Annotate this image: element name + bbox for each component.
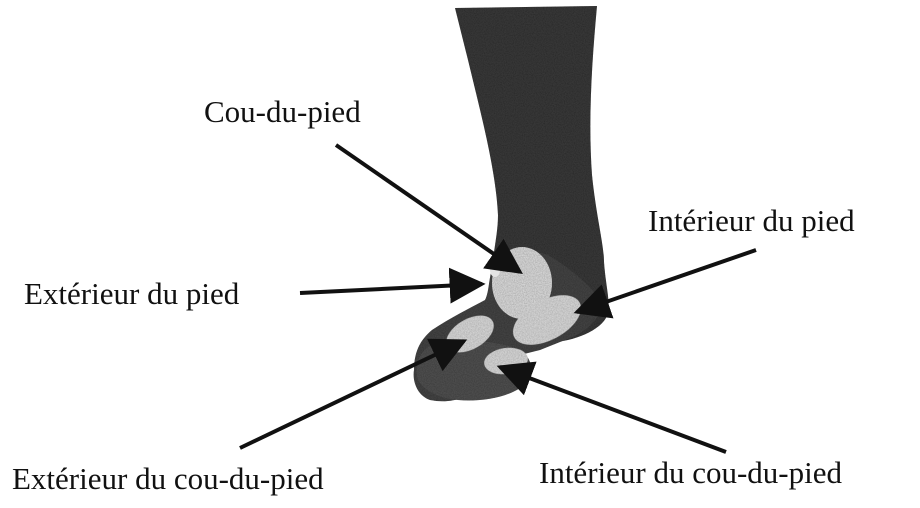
label-cou-du-pied: Cou-du-pied [204, 96, 361, 127]
arrow-exterieur-du-pied [300, 284, 482, 293]
label-interieur-du-cou-du-pied: Intérieur du cou-du-pied [539, 457, 842, 488]
label-interieur-du-pied: Intérieur du pied [648, 205, 855, 236]
label-exterieur-du-cou-du-pied: Extérieur du cou-du-pied [12, 463, 324, 494]
label-exterieur-du-pied: Extérieur du pied [24, 278, 239, 309]
arrow-interieur-du-cou-du-pied [500, 367, 726, 452]
zone-exterieur-du-pied [490, 263, 500, 277]
